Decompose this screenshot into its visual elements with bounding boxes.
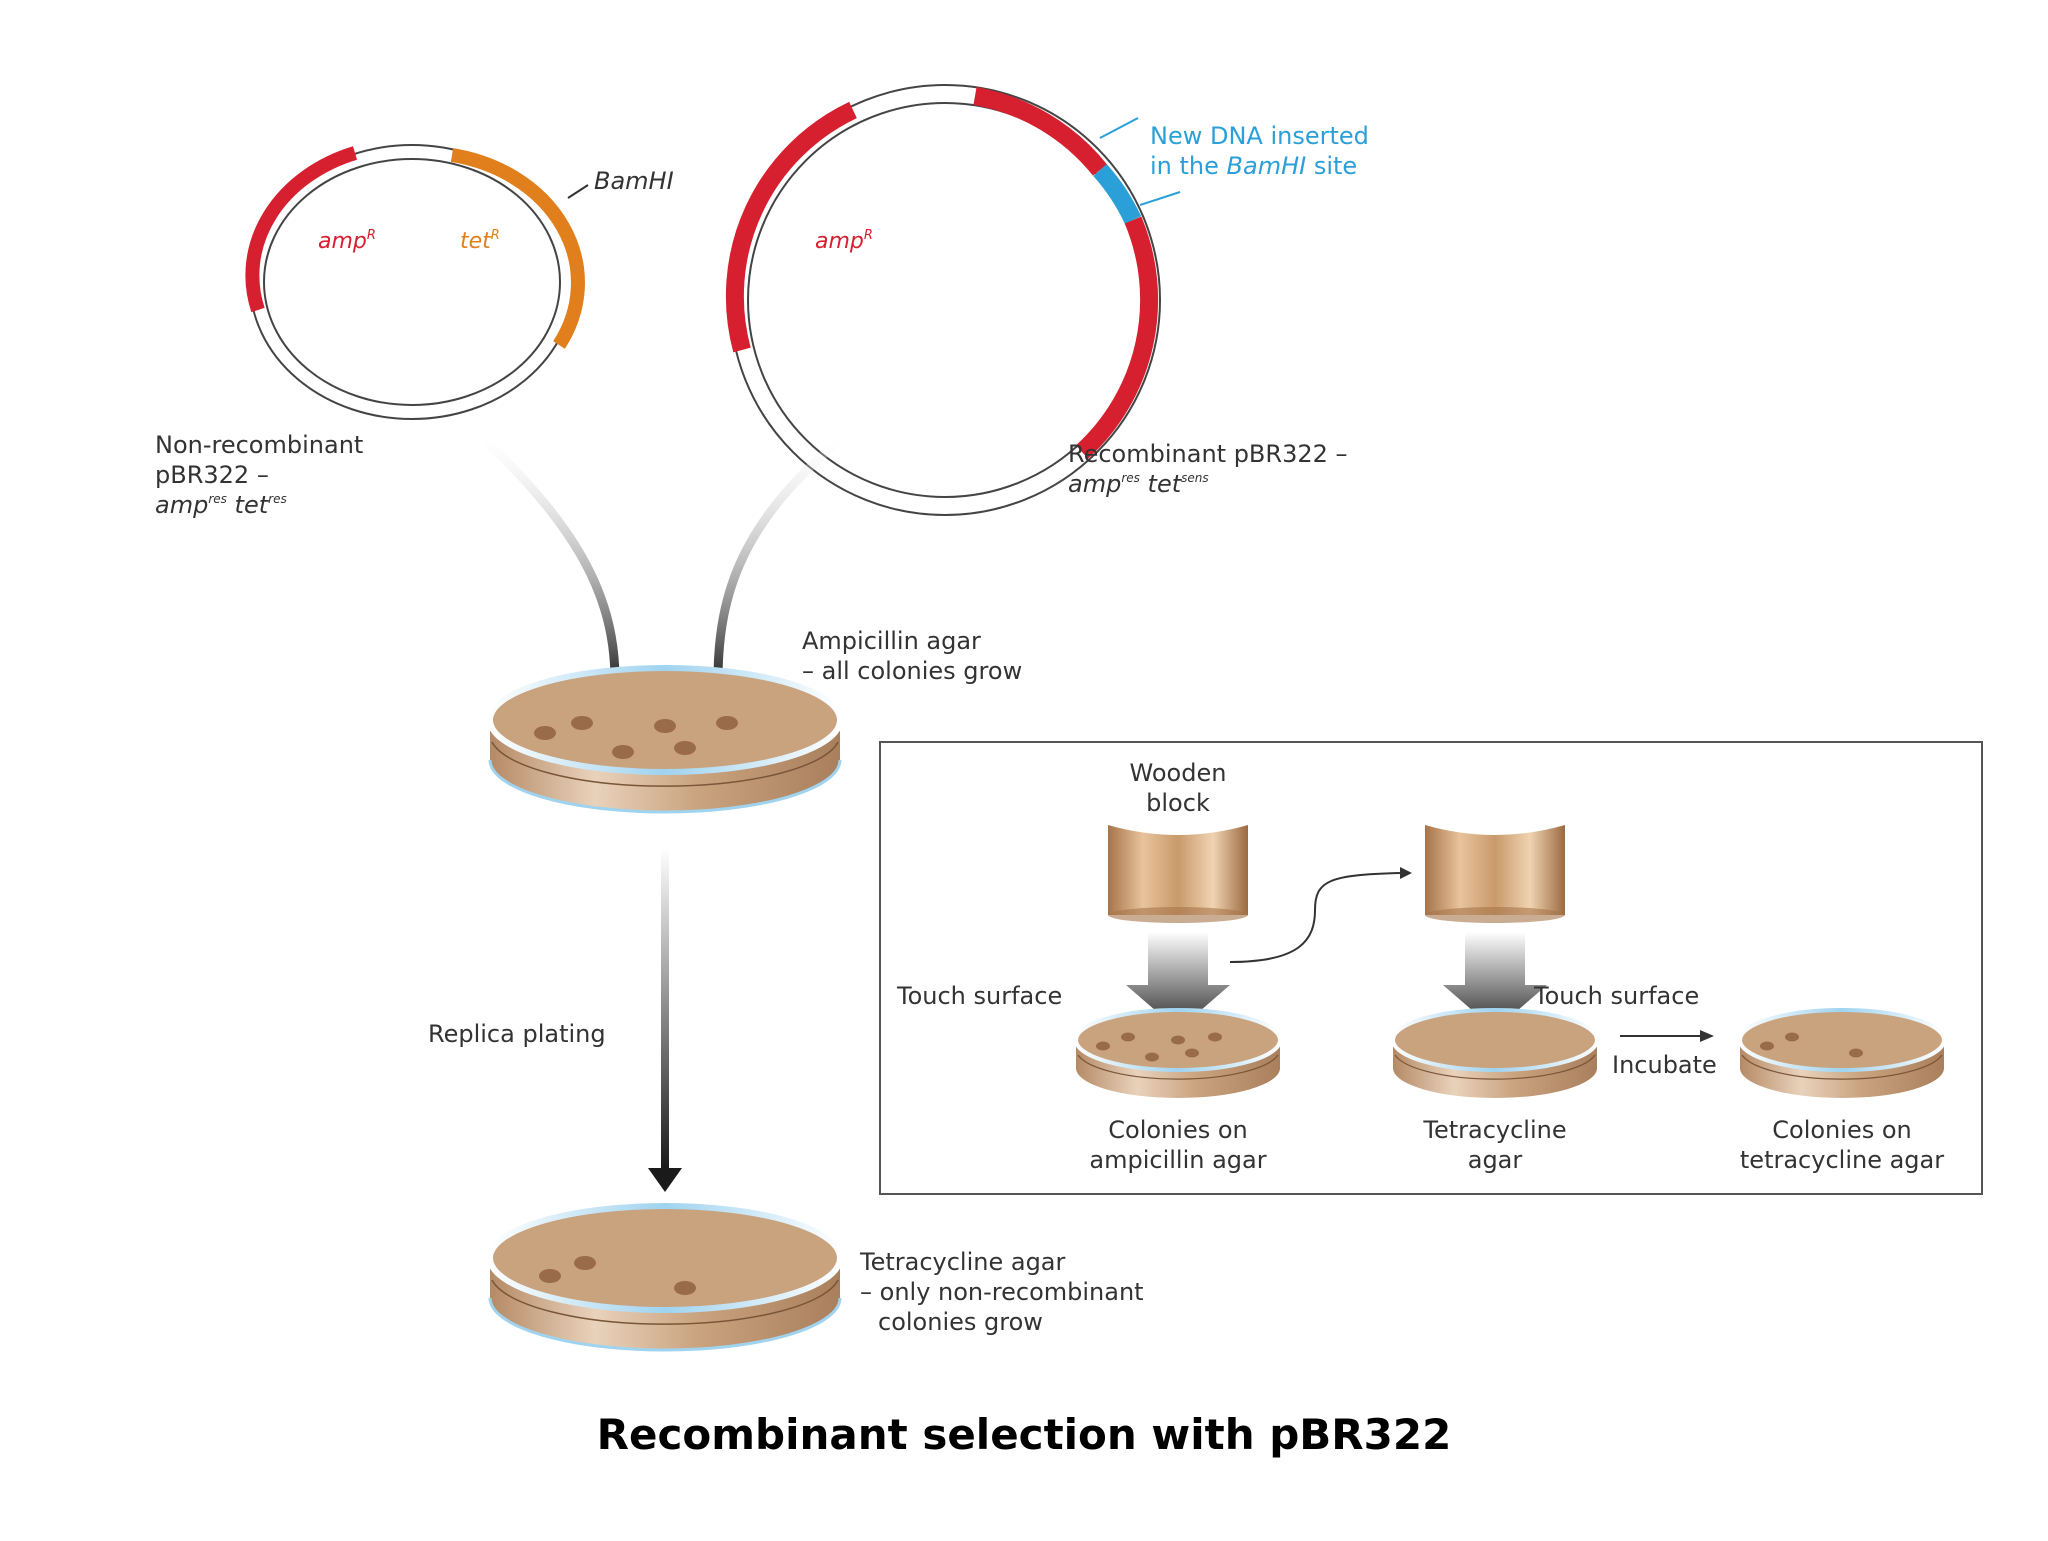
plate2-label-2: agar xyxy=(1468,1146,1523,1174)
colony xyxy=(1171,1035,1185,1045)
nonrecombinant-plasmid: BamHI ampR tetR Non-recombinant pBR322 –… xyxy=(155,144,674,519)
plate2-label: Tetracycline xyxy=(1422,1116,1566,1144)
amp-label: ampR xyxy=(815,228,873,254)
tet-label: tetR xyxy=(460,228,500,254)
recombinant-plasmid: New DNA inserted in the BamHI site ampR … xyxy=(725,84,1369,516)
colony xyxy=(1145,1052,1159,1062)
tetracycline-agar-sublabel-2: colonies grow xyxy=(878,1308,1043,1336)
colony xyxy=(716,716,738,730)
svg-text:Non-recombinant: Non-recombinant xyxy=(155,431,363,459)
bamhi-label: BamHI xyxy=(594,167,674,195)
replica-plating-inset: Wooden block Touch surface Touch surface xyxy=(879,741,1983,1195)
colony xyxy=(1849,1048,1863,1058)
incubate-label: Incubate xyxy=(1612,1051,1717,1079)
colony xyxy=(1785,1032,1799,1042)
svg-text:Recombinant pBR322 –: Recombinant pBR322 – xyxy=(1068,440,1348,468)
transfer-arrow xyxy=(1229,872,1401,963)
colony xyxy=(571,716,593,730)
arrow-recombinant xyxy=(713,436,843,681)
red-segment-top xyxy=(973,87,1108,176)
touch-surface-right: Touch surface xyxy=(1533,982,1699,1010)
bamhi-pointer xyxy=(567,184,589,199)
inset-frame xyxy=(879,741,1983,1195)
svg-text:ampres tetsens: ampres tetsens xyxy=(1068,470,1209,498)
figure-caption: Recombinant selection with pBR322 xyxy=(596,1410,1452,1459)
press-arrow-1 xyxy=(1126,932,1230,1030)
colony xyxy=(1096,1041,1110,1051)
colony xyxy=(674,741,696,755)
insert-segment xyxy=(1093,164,1142,224)
colony xyxy=(1208,1032,1222,1042)
svg-text:ampres tetres: ampres tetres xyxy=(155,491,287,519)
inset-plate-ampicillin xyxy=(1074,1008,1282,1098)
colony xyxy=(612,745,634,759)
ampicillin-agar-sublabel: – all colonies grow xyxy=(802,657,1022,685)
colony xyxy=(674,1281,696,1295)
nonrecombinant-caption: Non-recombinant pBR322 – ampres tetres xyxy=(155,431,363,519)
amp-gene-segment xyxy=(725,101,857,353)
plate1-label: Colonies on xyxy=(1108,1116,1247,1144)
colony xyxy=(539,1269,561,1283)
colony xyxy=(654,719,676,733)
tetracycline-agar-sublabel: – only non-recombinant xyxy=(860,1278,1144,1306)
touch-surface-left: Touch surface xyxy=(896,982,1062,1010)
inset-plate-tetracycline xyxy=(1391,1008,1599,1098)
tetracycline-agar-label: Tetracycline agar xyxy=(859,1248,1066,1276)
replica-plating-label: Replica plating xyxy=(428,1020,606,1048)
insert-pointer-top xyxy=(1099,117,1139,139)
insert-pointer-bottom xyxy=(1139,191,1181,206)
insert-label-line2: in the BamHI site xyxy=(1150,152,1357,180)
amp-gene-segment xyxy=(245,146,358,313)
ampicillin-plate xyxy=(487,665,843,814)
wooden-block-label-2: block xyxy=(1146,789,1210,817)
tet-gene-segment xyxy=(450,148,585,349)
colony xyxy=(534,726,556,740)
amp-label: ampR xyxy=(318,228,376,254)
colony xyxy=(574,1256,596,1270)
colony xyxy=(1760,1041,1774,1051)
wooden-block-1 xyxy=(1108,825,1248,915)
colony xyxy=(1121,1032,1135,1042)
plate1-label-2: ampicillin agar xyxy=(1089,1146,1266,1174)
arrow-nonrecombinant xyxy=(481,436,620,681)
wooden-block-label: Wooden xyxy=(1130,759,1227,787)
press-arrow-2 xyxy=(1443,932,1547,1030)
svg-text:pBR322 –: pBR322 – xyxy=(155,461,269,489)
wooden-block-2 xyxy=(1425,825,1565,915)
tetracycline-plate xyxy=(487,1203,843,1352)
red-segment-right xyxy=(1075,216,1159,459)
colony xyxy=(1185,1048,1199,1058)
ampicillin-agar-label: Ampicillin agar xyxy=(802,627,981,655)
plate3-label: Colonies on xyxy=(1772,1116,1911,1144)
replica-plating-arrow xyxy=(648,848,682,1192)
insert-label-line1: New DNA inserted xyxy=(1150,122,1369,150)
plate3-label-2: tetracycline agar xyxy=(1740,1146,1944,1174)
inset-plate-tetracycline-colonies xyxy=(1738,1008,1946,1098)
recombinant-caption: Recombinant pBR322 – ampres tetsens xyxy=(1068,440,1348,498)
